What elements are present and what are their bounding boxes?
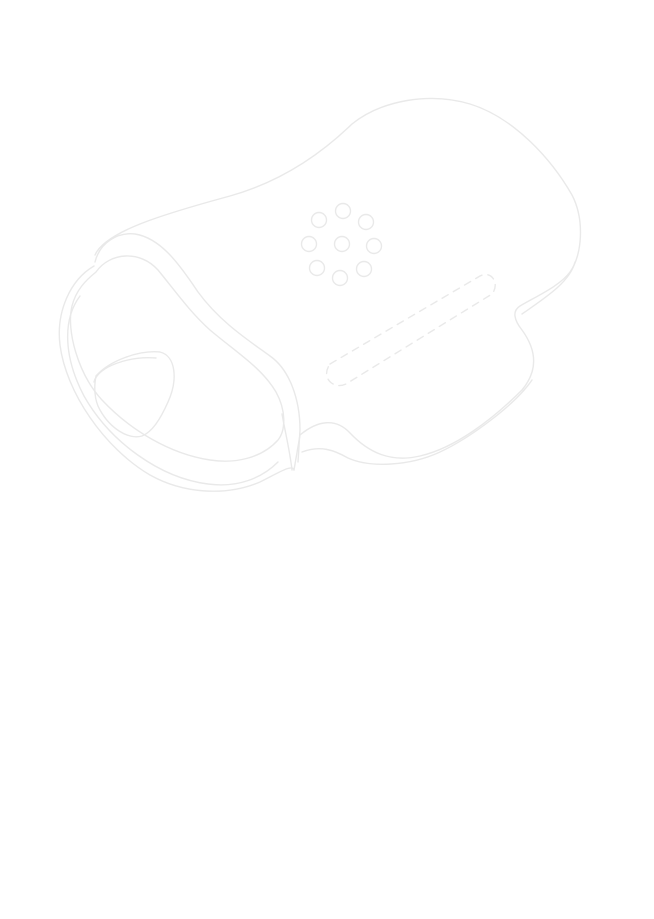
front-collar-outer	[58, 265, 295, 492]
grille-hole	[310, 211, 328, 229]
device-lower-edge	[301, 261, 576, 465]
grille-hole	[333, 235, 351, 253]
opening-ring	[69, 255, 285, 462]
grille-hole	[357, 213, 375, 231]
dashed-slot	[325, 273, 496, 387]
inner-cap	[94, 351, 175, 438]
opening-rim	[66, 295, 279, 486]
grille-hole	[365, 237, 383, 255]
grille-hole	[300, 235, 318, 253]
inner-cap-edge	[93, 357, 157, 383]
speaker-grille	[300, 202, 383, 287]
device-top-shell	[94, 97, 582, 471]
grille-hole	[334, 202, 352, 220]
device-body-outline	[58, 97, 582, 492]
grille-hole	[331, 269, 349, 287]
grille-hole	[355, 260, 373, 278]
grille-hole	[308, 259, 326, 277]
front-collar-inner	[94, 233, 301, 463]
